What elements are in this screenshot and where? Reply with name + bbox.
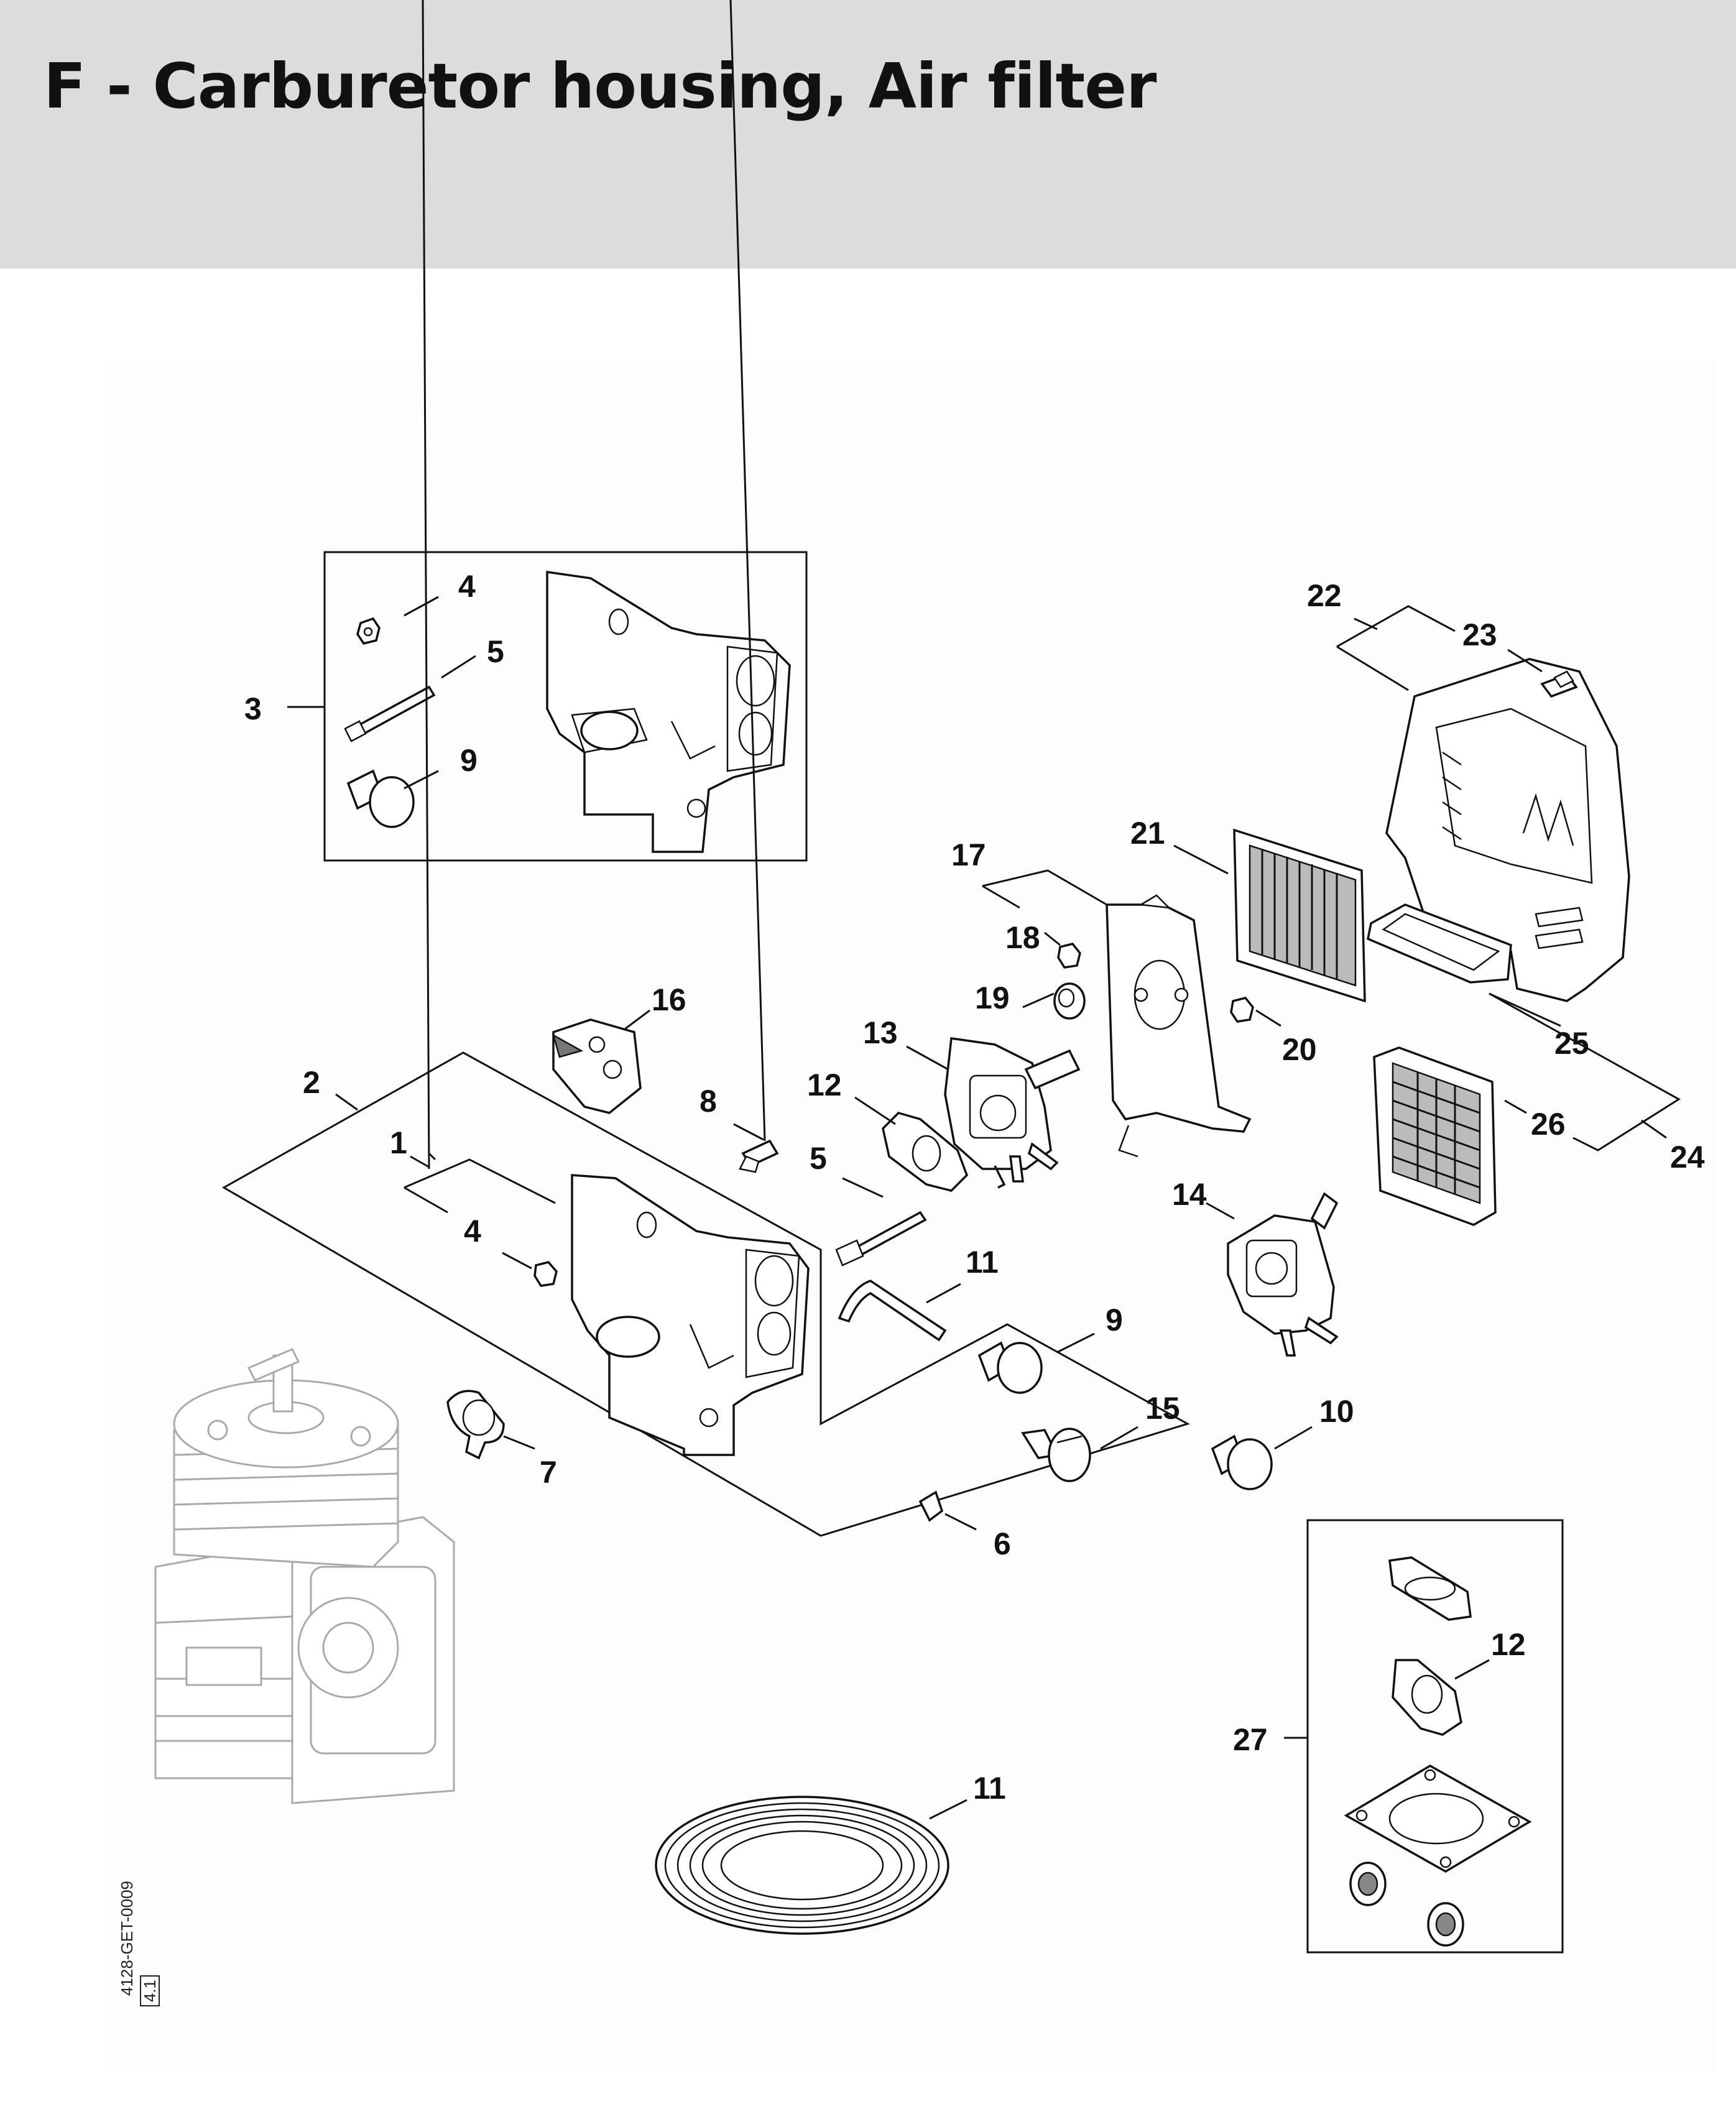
screw-part-8	[739, 1139, 779, 1173]
clamp-part-7	[446, 1390, 505, 1460]
purge-pump-icon	[346, 769, 415, 828]
callout-4: 4	[458, 569, 476, 604]
callout-18: 18	[1005, 920, 1040, 955]
nut-part-20	[1230, 997, 1254, 1023]
callout-16: 16	[652, 982, 686, 1017]
drawing-revision-group: 4.1	[140, 1975, 160, 2006]
filter-cover-part-22	[1385, 658, 1630, 1002]
callout-24: 24	[1670, 1140, 1705, 1174]
callout-2: 2	[303, 1065, 320, 1100]
callout-21: 21	[1130, 816, 1165, 851]
callout-23: 23	[1462, 617, 1497, 652]
fuel-hose-coil-part-11	[655, 1796, 949, 1935]
callout-1: 1	[390, 1125, 407, 1160]
carburetor-housing-part-1	[571, 1174, 810, 1456]
seal-ring-icon	[1427, 1902, 1464, 1947]
gasket-part-12	[882, 1112, 969, 1192]
carburetor-part-14	[1227, 1192, 1339, 1357]
callout-8: 8	[699, 1084, 717, 1119]
callout-10: 10	[1319, 1394, 1354, 1429]
carburetor-housing-icon	[546, 570, 791, 853]
cylinder-gasket-icon	[1344, 1764, 1532, 1873]
callout-15: 15	[1145, 1391, 1180, 1426]
flange-part-16	[552, 1018, 642, 1114]
carburetor-part-13	[944, 1037, 1081, 1189]
nut-icon	[356, 617, 381, 645]
nipple-part-19	[1053, 982, 1086, 1020]
drawing-code: 4128-GET-0009	[118, 1881, 136, 1996]
baseplate-part-17	[1106, 894, 1252, 1158]
callout-26: 26	[1531, 1107, 1566, 1142]
purge-pump-part-9	[977, 1341, 1043, 1394]
callout-5: 5	[810, 1141, 827, 1176]
gasket-icon	[1388, 1556, 1472, 1621]
callout-11: 11	[966, 1245, 999, 1280]
callout-12: 12	[807, 1068, 842, 1102]
callout-11: 11	[973, 1771, 1006, 1806]
callout-labels: 3 4 5 9 22 23 21 17 18 16 19 13 20 25 2 …	[244, 569, 1705, 1806]
tray-part-25	[1367, 903, 1512, 984]
valve-part-15	[1021, 1428, 1091, 1482]
callout-6: 6	[994, 1526, 1011, 1561]
drawing-code-group: 4128-GET-0009	[118, 1881, 136, 1996]
callout-14: 14	[1172, 1177, 1207, 1212]
callout-19: 19	[975, 981, 1010, 1015]
clip-part-6	[918, 1490, 944, 1522]
stud-bolt-icon	[344, 685, 436, 742]
gasket-icon	[1392, 1659, 1462, 1736]
stud-bolt-part-5	[835, 1211, 927, 1267]
inset-box-27	[1284, 1519, 1564, 1954]
callout-12: 12	[1491, 1627, 1526, 1662]
callout-17: 17	[951, 838, 986, 872]
nut-icon	[533, 1261, 558, 1287]
callout-5: 5	[487, 634, 504, 669]
callout-27: 27	[1233, 1722, 1268, 1757]
assembly-outline-2	[221, 1051, 1190, 1537]
purge-pump-part-10	[1211, 1434, 1273, 1490]
screw-part-23	[1540, 670, 1578, 698]
callout-9: 9	[460, 743, 478, 778]
callout-25: 25	[1554, 1026, 1589, 1061]
header-bar: F - Carburetor housing, Air filter	[0, 0, 1736, 269]
inset-box-3	[287, 551, 808, 862]
air-filter-part-21	[1233, 828, 1366, 1003]
callout-7: 7	[540, 1455, 557, 1490]
page-title: F - Carburetor housing, Air filter	[44, 50, 1157, 122]
inset-frame-27	[1306, 1519, 1564, 1954]
callout-13: 13	[863, 1015, 898, 1050]
callout-9: 9	[1106, 1303, 1123, 1337]
callout-3: 3	[244, 691, 262, 726]
callout-22: 22	[1307, 578, 1342, 613]
seal-ring-icon	[1349, 1862, 1387, 1906]
fuel-hose-part-11	[838, 1280, 947, 1342]
air-filter-part-26	[1373, 1046, 1497, 1226]
nut-part-18	[1057, 943, 1081, 969]
callout-20: 20	[1282, 1032, 1317, 1067]
engine-block-reference	[154, 1348, 455, 1804]
callout-4: 4	[464, 1214, 481, 1248]
drawing-revision: 4.1	[141, 1980, 159, 2002]
